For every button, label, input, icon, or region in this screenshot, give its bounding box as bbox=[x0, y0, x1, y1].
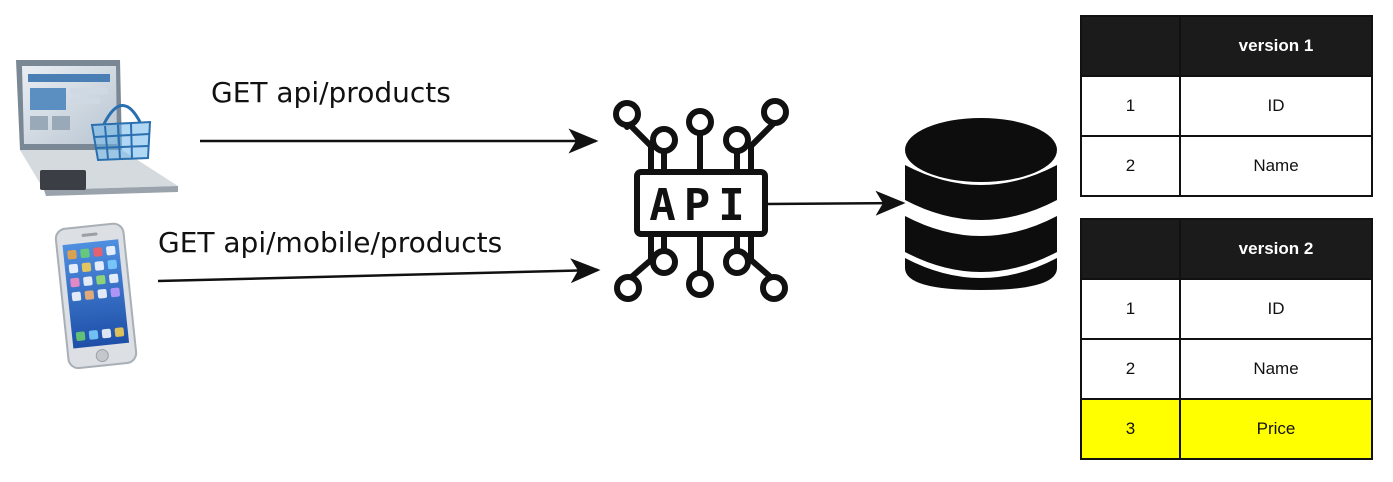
row-number: 1 bbox=[1080, 278, 1181, 340]
version-1-table: version 1 1 ID 2 Name bbox=[1080, 15, 1373, 197]
request-label-web: GET api/products bbox=[211, 76, 451, 109]
arrow-api-to-database bbox=[765, 190, 906, 216]
row-field: ID bbox=[1179, 278, 1373, 340]
request-label-mobile: GET api/mobile/products bbox=[158, 226, 503, 259]
api-circuit-icon bbox=[613, 98, 789, 302]
row-field: Price bbox=[1179, 398, 1373, 460]
table-row: 2 Name bbox=[1080, 338, 1373, 400]
table-header-row: version 1 bbox=[1080, 15, 1373, 77]
row-number: 1 bbox=[1080, 75, 1181, 137]
version-title: version 2 bbox=[1179, 218, 1373, 280]
row-number: 2 bbox=[1080, 135, 1181, 197]
table-header-row: version 2 bbox=[1080, 218, 1373, 280]
table-row: 1 ID bbox=[1080, 75, 1373, 137]
smartphone-icon bbox=[54, 222, 138, 370]
laptop-with-shopping-basket-icon bbox=[16, 60, 178, 196]
table-row: 1 ID bbox=[1080, 278, 1373, 340]
api-label: API bbox=[649, 180, 752, 231]
row-field: ID bbox=[1179, 75, 1373, 137]
arrow-mobile-to-api bbox=[157, 258, 601, 284]
version-2-table: version 2 1 ID 2 Name 3 Price bbox=[1080, 218, 1373, 460]
database-icon bbox=[905, 118, 1057, 290]
row-field: Name bbox=[1179, 338, 1373, 400]
version-title: version 1 bbox=[1179, 15, 1373, 77]
row-field: Name bbox=[1179, 135, 1373, 197]
table-row: 2 Name bbox=[1080, 135, 1373, 197]
header-empty-cell bbox=[1080, 15, 1181, 77]
table-row-highlighted: 3 Price bbox=[1080, 398, 1373, 460]
header-empty-cell bbox=[1080, 218, 1181, 280]
row-number: 2 bbox=[1080, 338, 1181, 400]
row-number: 3 bbox=[1080, 398, 1181, 460]
